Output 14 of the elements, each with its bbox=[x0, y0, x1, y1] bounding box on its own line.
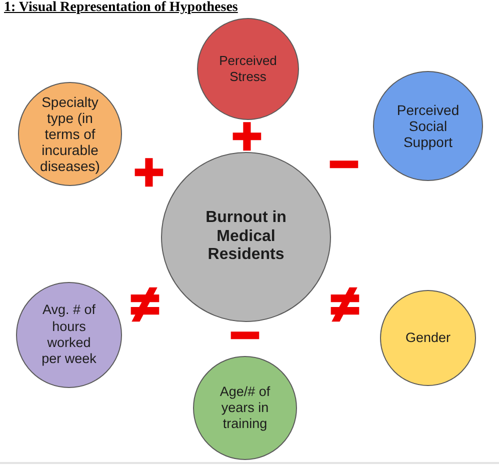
hypothesis-sign: − bbox=[328, 149, 360, 179]
factor-label: Avg. # of hours worked per week bbox=[40, 302, 98, 368]
factor-label: Gender bbox=[404, 330, 452, 346]
figure-title: 1: Visual Representation of Hypotheses bbox=[4, 0, 238, 16]
hypothesis-sign: ≠ bbox=[330, 289, 360, 319]
outcome-label: Burnout in Medical Residents bbox=[204, 209, 288, 265]
factor-label: Specialty type (in terms of incurable diseases) bbox=[39, 94, 101, 174]
hypothesis-sign: ≠ bbox=[130, 289, 160, 319]
factor-label: Perceived Social Support bbox=[396, 102, 460, 150]
hypothesis-sign: − bbox=[229, 320, 261, 350]
hypothesis-sign: + bbox=[133, 157, 165, 187]
factor-label: Perceived Stress bbox=[218, 53, 278, 85]
hypothesis-sign: + bbox=[231, 121, 263, 151]
factor-label: Age/# of years in training bbox=[218, 384, 272, 432]
